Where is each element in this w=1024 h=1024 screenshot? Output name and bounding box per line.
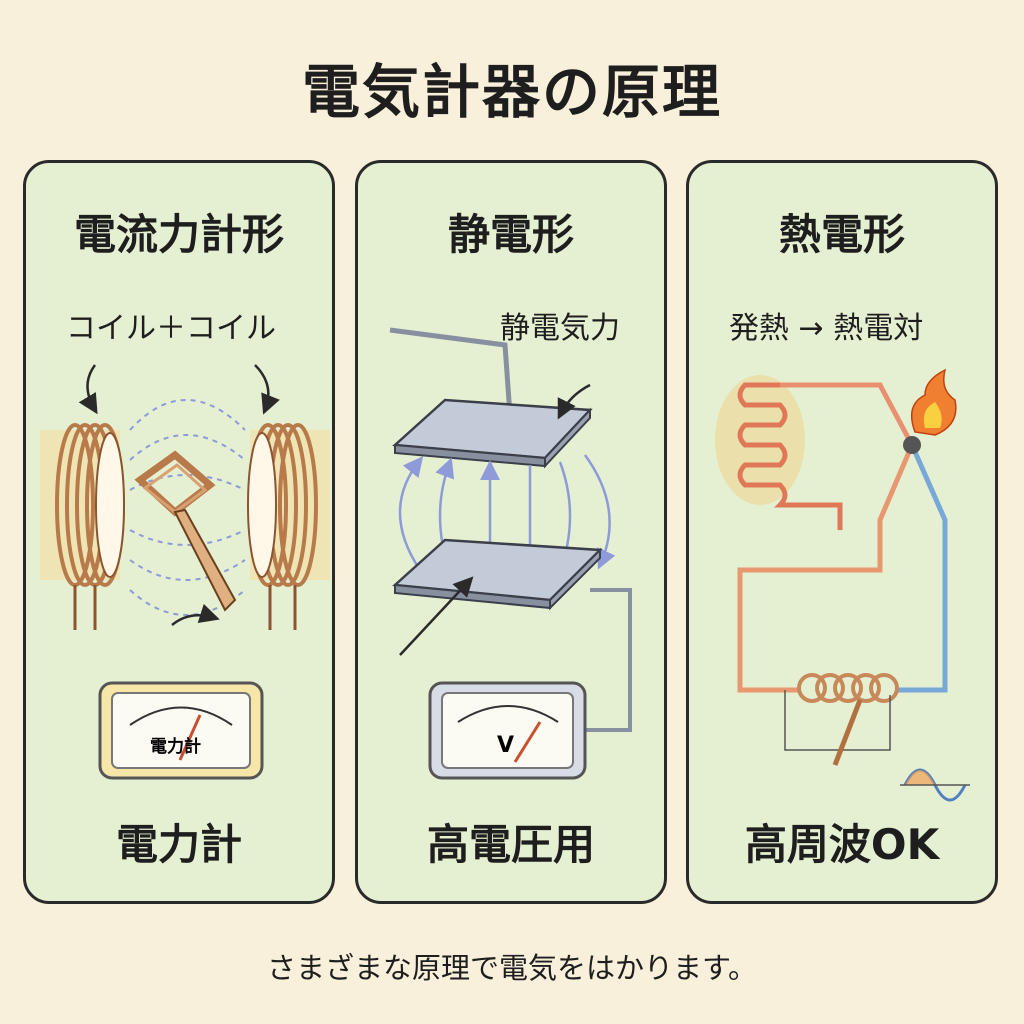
panel-electrostatic: 静電形 静電気力 高電圧用 — [355, 160, 667, 904]
page-title: 電気計器の原理 — [301, 58, 722, 126]
panel-subtitle: コイル＋コイル — [66, 311, 276, 346]
panel-subtitle: 静電気力 — [500, 311, 620, 346]
panel-heading: 電流力計形 — [73, 210, 284, 259]
panel-heading: 熱電形 — [778, 210, 905, 259]
panel-heading: 静電形 — [447, 210, 574, 259]
panel-thermoelectric: 熱電形 発熱 → 熱電対 高周波OK — [686, 160, 998, 904]
footer-caption: さまざまな原理で電気をはかります。 — [266, 951, 758, 985]
panel-electrodynamometer: 電流力計形 コイル＋コイル 電力計 — [23, 160, 335, 904]
panel-subtitle: 発熱 → 熱電対 — [729, 311, 924, 346]
panel-bottom-label: 高周波OK — [744, 820, 940, 869]
panel-bottom-label: 高電圧用 — [426, 820, 595, 869]
panel-bottom-label: 電力計 — [115, 820, 242, 869]
